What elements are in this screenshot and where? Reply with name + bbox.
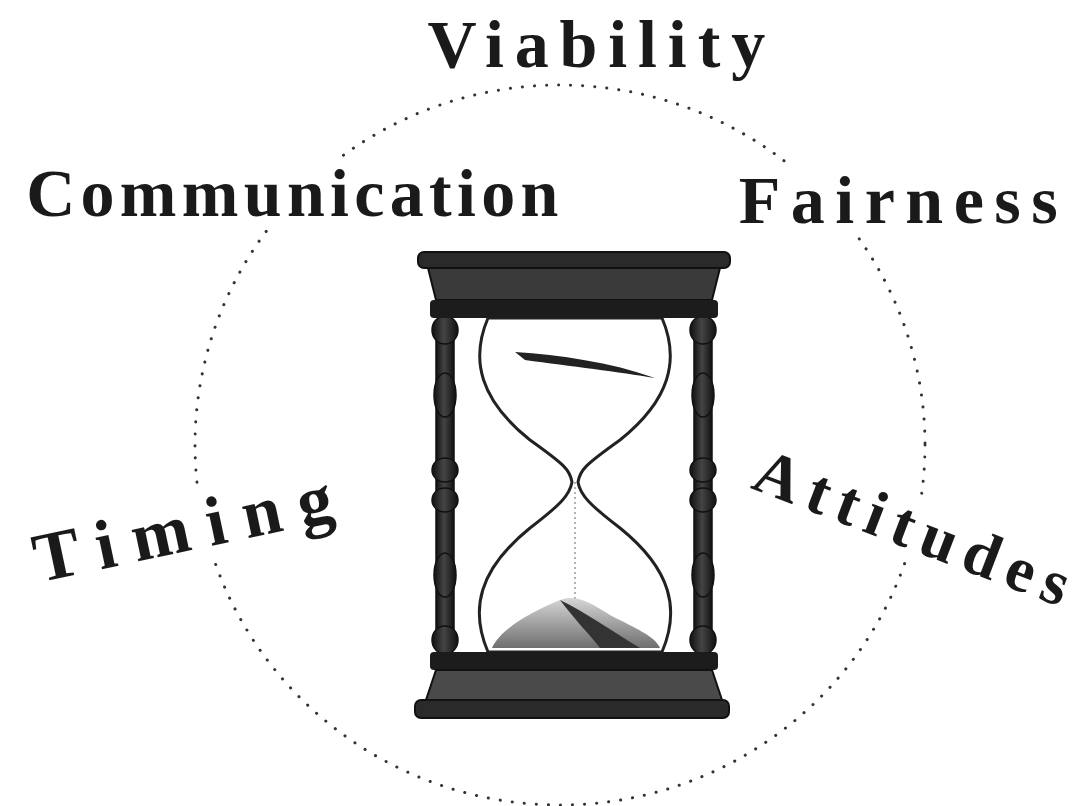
hourglass-base [415, 652, 729, 718]
concept-label: Viability [418, 8, 776, 80]
hourglass-top [418, 252, 730, 318]
sand-stream [574, 482, 576, 600]
hourglass-glass [479, 318, 670, 652]
concept-label: Fairness [730, 164, 1069, 236]
concept-label: Attitudes [736, 433, 1088, 622]
upper-sand [515, 352, 655, 378]
concept-label: Timing [14, 457, 356, 599]
lower-sand [492, 598, 660, 648]
lower-sand-shadow [560, 600, 640, 648]
concept-label: Communication [20, 157, 565, 229]
hourglass-posts [432, 316, 716, 654]
